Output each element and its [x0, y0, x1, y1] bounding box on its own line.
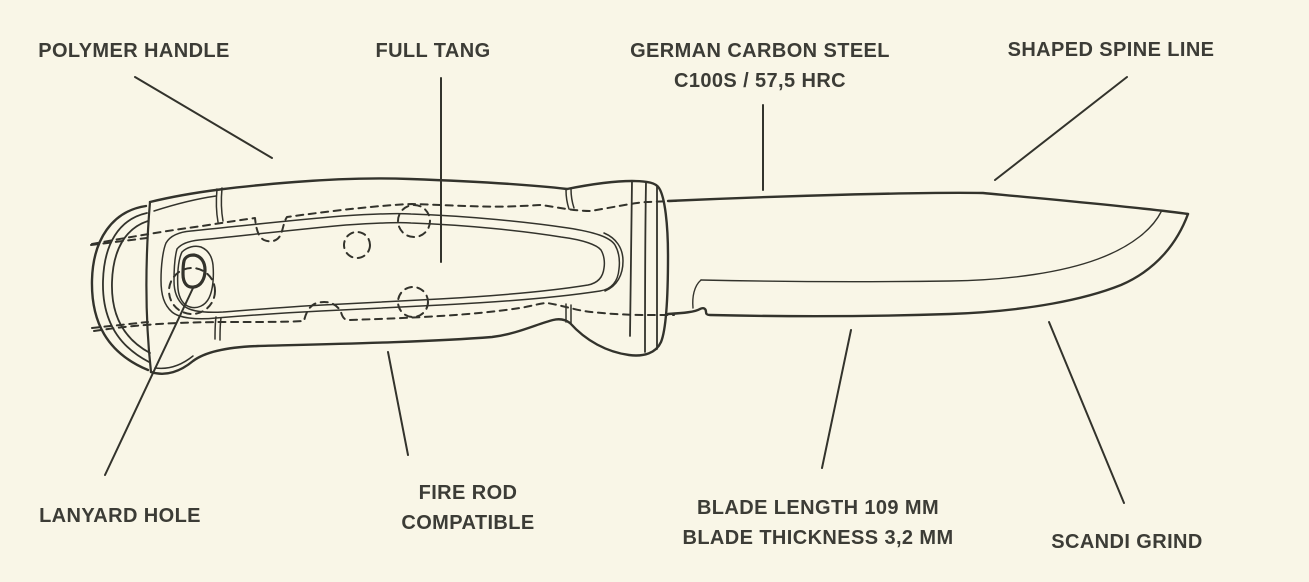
label-text: COMPATIBLE: [401, 512, 535, 534]
blade-specs-leader-line: [821, 329, 852, 469]
tang-rivet-dashed-circle: [397, 286, 429, 318]
pommel: [90, 200, 153, 374]
lanyard-hole-shape: [176, 245, 215, 309]
label-text: LANYARD HOLE: [39, 505, 201, 527]
label-text: FIRE ROD: [418, 482, 518, 504]
label-text: BLADE LENGTH 109 MM: [696, 497, 940, 519]
blade-outline: [666, 191, 1190, 318]
polymer-handle-leader-line: [134, 76, 273, 159]
label-fire-rod-compatible: FIRE ROD COMPATIBLE: [401, 478, 534, 538]
label-scandi-grind: SCANDI GRIND: [1051, 527, 1202, 557]
label-polymer-handle: POLYMER HANDLE: [38, 36, 230, 66]
tang-rivet-dashed-circle: [397, 204, 431, 238]
hidden-tang-dashed-lines: [90, 200, 677, 332]
label-text: SHAPED SPINE LINE: [1007, 39, 1215, 61]
label-text: FULL TANG: [375, 40, 491, 62]
label-text: GERMAN CARBON STEEL: [630, 40, 890, 62]
bolster: [565, 179, 670, 357]
label-text: BLADE THICKNESS 3,2 MM: [682, 527, 954, 549]
label-shaped-spine-line: SHAPED SPINE LINE: [1008, 35, 1215, 65]
label-lanyard-hole: LANYARD HOLE: [39, 501, 201, 531]
handle-outline: [148, 177, 575, 375]
label-text: C100S / 57,5 HRC: [673, 70, 847, 92]
lanyard-hole-dashed-circle: [168, 267, 216, 315]
label-full-tang: FULL TANG: [375, 36, 490, 66]
shaped-spine-line-leader-line: [994, 76, 1128, 181]
lanyard-hole-leader-line: [104, 287, 194, 476]
label-blade-specs: BLADE LENGTH 109 MM BLADE THICKNESS 3,2 …: [682, 493, 953, 553]
leader-lines: [104, 76, 1128, 504]
scandi-grind-line: [700, 211, 1162, 283]
tang-rivet-dashed-circle: [343, 231, 371, 259]
scandi-grind-leader-line: [1048, 321, 1125, 504]
fire-rod-leader-line: [387, 351, 409, 456]
grip-panel: [160, 212, 624, 320]
label-text: POLYMER HANDLE: [38, 40, 230, 62]
label-text: SCANDI GRIND: [1051, 531, 1203, 553]
label-german-carbon-steel: GERMAN CARBON STEEL C100S / 57,5 HRC: [630, 36, 890, 96]
